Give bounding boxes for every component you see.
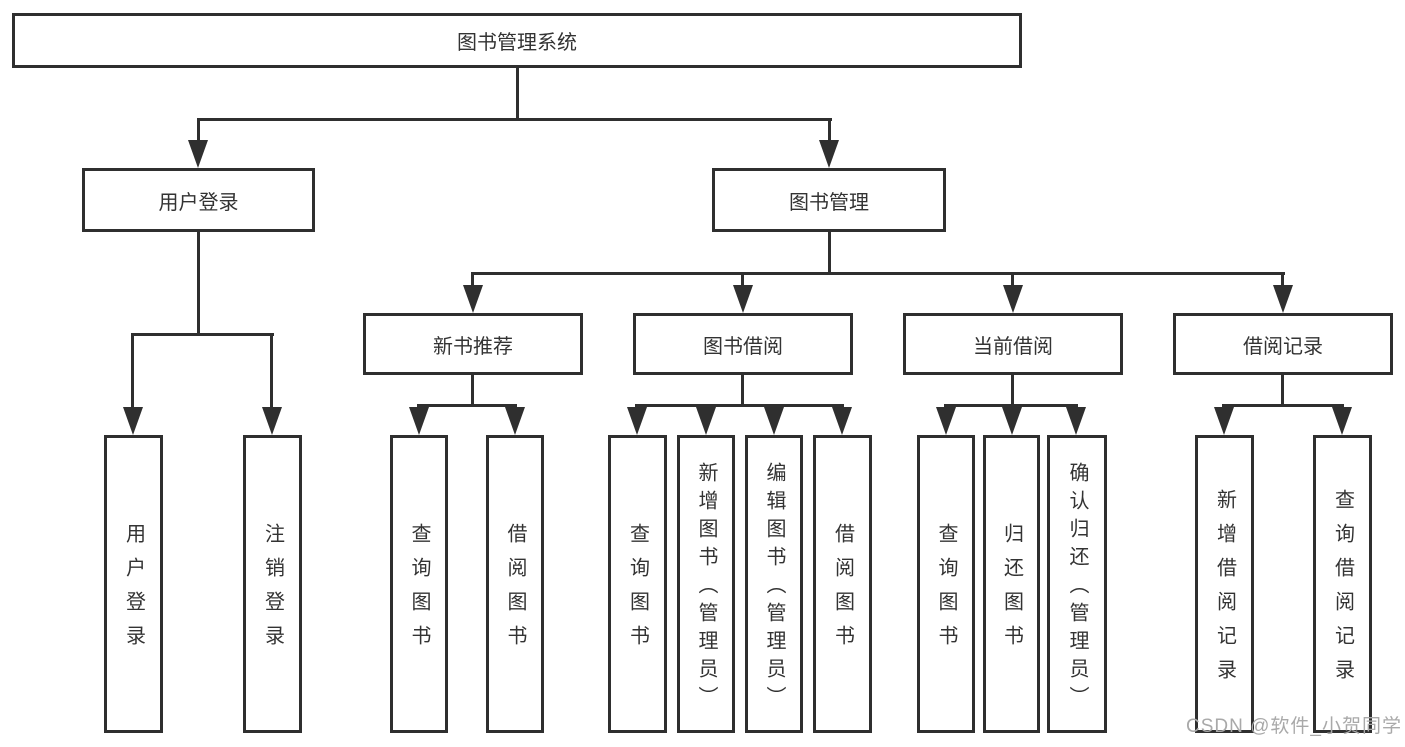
node-current-borrow: 当前借阅 <box>903 313 1123 375</box>
node-label: 查询图书 <box>935 523 957 659</box>
node-book-borrow: 图书借阅 <box>633 313 853 375</box>
arrowhead-down-icon <box>262 407 282 435</box>
leaf-borrow-books: 借阅图书 <box>813 435 872 733</box>
arrowhead-down-icon <box>188 140 208 168</box>
arrowhead-down-icon <box>696 407 716 435</box>
node-label: 确认归还（管理员） <box>1066 462 1088 714</box>
node-label: 图书管理 <box>789 191 869 214</box>
node-label: 借阅记录 <box>1243 335 1323 358</box>
leaf-query-books-current: 查询图书 <box>917 435 975 733</box>
node-label: 查询借阅记录 <box>1331 489 1354 693</box>
arrowhead-down-icon <box>123 407 143 435</box>
arrowhead-down-icon <box>627 407 647 435</box>
connector-line <box>197 118 200 144</box>
leaf-confirm-return-admin: 确认归还（管理员） <box>1047 435 1107 733</box>
node-label: 图书借阅 <box>703 335 783 358</box>
leaf-query-borrow-record: 查询借阅记录 <box>1313 435 1372 733</box>
connector-line <box>1222 404 1344 407</box>
leaf-add-books-admin: 新增图书（管理员） <box>677 435 735 733</box>
node-label: 图书管理系统 <box>457 32 577 54</box>
connector-line <box>471 375 474 407</box>
node-new-book-recommend: 新书推荐 <box>363 313 583 375</box>
arrowhead-down-icon <box>505 407 525 435</box>
node-book-management: 图书管理 <box>712 168 946 232</box>
arrowhead-down-icon <box>733 285 753 313</box>
connector-line <box>471 272 474 290</box>
leaf-add-borrow-record: 新增借阅记录 <box>1195 435 1254 733</box>
csdn-watermark: CSDN @软件_小贺同学 <box>1186 716 1402 737</box>
connector-line <box>197 230 200 336</box>
node-label: 用户登录 <box>158 191 239 214</box>
arrowhead-down-icon <box>1002 407 1022 435</box>
connector-line <box>270 333 273 413</box>
connector-line <box>417 404 517 407</box>
connector-line <box>197 118 832 121</box>
arrowhead-down-icon <box>832 407 852 435</box>
arrowhead-down-icon <box>1332 407 1352 435</box>
leaf-return-books: 归还图书 <box>983 435 1040 733</box>
node-library-system: 图书管理系统 <box>12 13 1022 68</box>
node-label: 归还图书 <box>1000 523 1023 659</box>
connector-line <box>131 333 134 413</box>
leaf-logout: 注销登录 <box>243 435 302 733</box>
node-label: 新增借阅记录 <box>1213 489 1236 693</box>
connector-line <box>741 375 744 407</box>
node-label: 新书推荐 <box>433 335 513 358</box>
arrowhead-down-icon <box>819 140 839 168</box>
arrowhead-down-icon <box>409 407 429 435</box>
connector-line <box>635 404 844 407</box>
node-user-login: 用户登录 <box>82 168 315 232</box>
node-label: 注销登录 <box>261 523 284 659</box>
leaf-edit-books-admin: 编辑图书（管理员） <box>745 435 803 733</box>
connector-line <box>516 66 519 121</box>
connector-line <box>828 118 831 144</box>
connector-line <box>131 333 274 336</box>
arrowhead-down-icon <box>764 407 784 435</box>
connector-line <box>1281 375 1284 407</box>
node-borrow-records: 借阅记录 <box>1173 313 1393 375</box>
connector-line <box>1011 272 1014 290</box>
node-label: 借阅图书 <box>504 523 526 659</box>
arrowhead-down-icon <box>936 407 956 435</box>
node-label: 用户登录 <box>122 523 145 659</box>
arrowhead-down-icon <box>1214 407 1234 435</box>
node-label: 查询图书 <box>408 523 430 659</box>
arrowhead-down-icon <box>1066 407 1086 435</box>
node-label: 编辑图书（管理员） <box>763 462 785 714</box>
node-label: 当前借阅 <box>973 335 1053 358</box>
node-label: 查询图书 <box>626 523 649 659</box>
node-label: 新增图书（管理员） <box>695 462 717 714</box>
leaf-query-books-recommend: 查询图书 <box>390 435 448 733</box>
leaf-user-login: 用户登录 <box>104 435 163 733</box>
connector-line <box>1011 375 1014 407</box>
connector-line <box>741 272 744 290</box>
arrowhead-down-icon <box>1003 285 1023 313</box>
connector-line <box>828 230 831 275</box>
node-label: 借阅图书 <box>831 523 854 659</box>
leaf-borrow-books-recommend: 借阅图书 <box>486 435 544 733</box>
leaf-query-books-borrow: 查询图书 <box>608 435 667 733</box>
connector-line <box>471 272 1285 275</box>
connector-line <box>1281 272 1284 290</box>
arrowhead-down-icon <box>463 285 483 313</box>
arrowhead-down-icon <box>1273 285 1293 313</box>
